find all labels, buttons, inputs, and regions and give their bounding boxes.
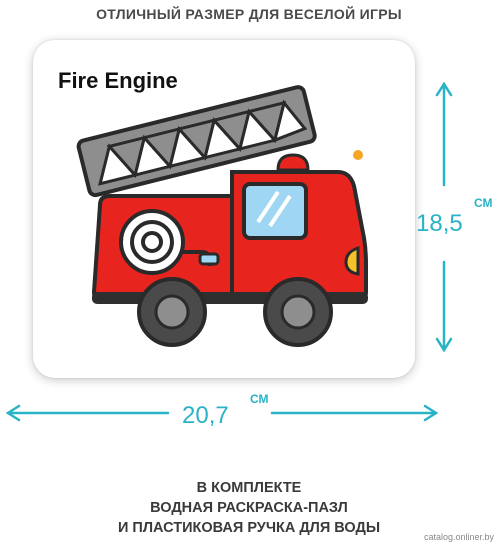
height-value: 18,5	[416, 210, 463, 237]
ladder	[76, 85, 317, 198]
card-title: Fire Engine	[58, 68, 178, 93]
footer-text: В КОМПЛЕКТЕ ВОДНАЯ РАСКРАСКА-ПАЗЛ И ПЛАС…	[0, 478, 498, 538]
hose-reel	[119, 209, 220, 275]
watermark: catalog.onliner.by	[423, 532, 494, 542]
footer-line-3: И ПЛАСТИКОВАЯ РУЧКА ДЛЯ ВОДЫ	[117, 520, 381, 536]
footer-line-1: В КОМПЛЕКТЕ	[196, 480, 302, 496]
footer-line-2: ВОДНАЯ РАСКРАСКА-ПАЗЛ	[150, 500, 348, 516]
height-unit: СМ	[474, 196, 493, 210]
rear-wheel	[137, 277, 207, 347]
headlight	[344, 245, 360, 276]
siren	[276, 153, 310, 172]
sticker	[353, 150, 363, 160]
width-value: 20,7	[182, 402, 229, 429]
width-unit: СМ	[250, 392, 269, 406]
headline: ОТЛИЧНЫЙ РАЗМЕР ДЛЯ ВЕСЕЛОЙ ИГРЫ	[96, 6, 402, 22]
front-wheel	[263, 277, 333, 347]
